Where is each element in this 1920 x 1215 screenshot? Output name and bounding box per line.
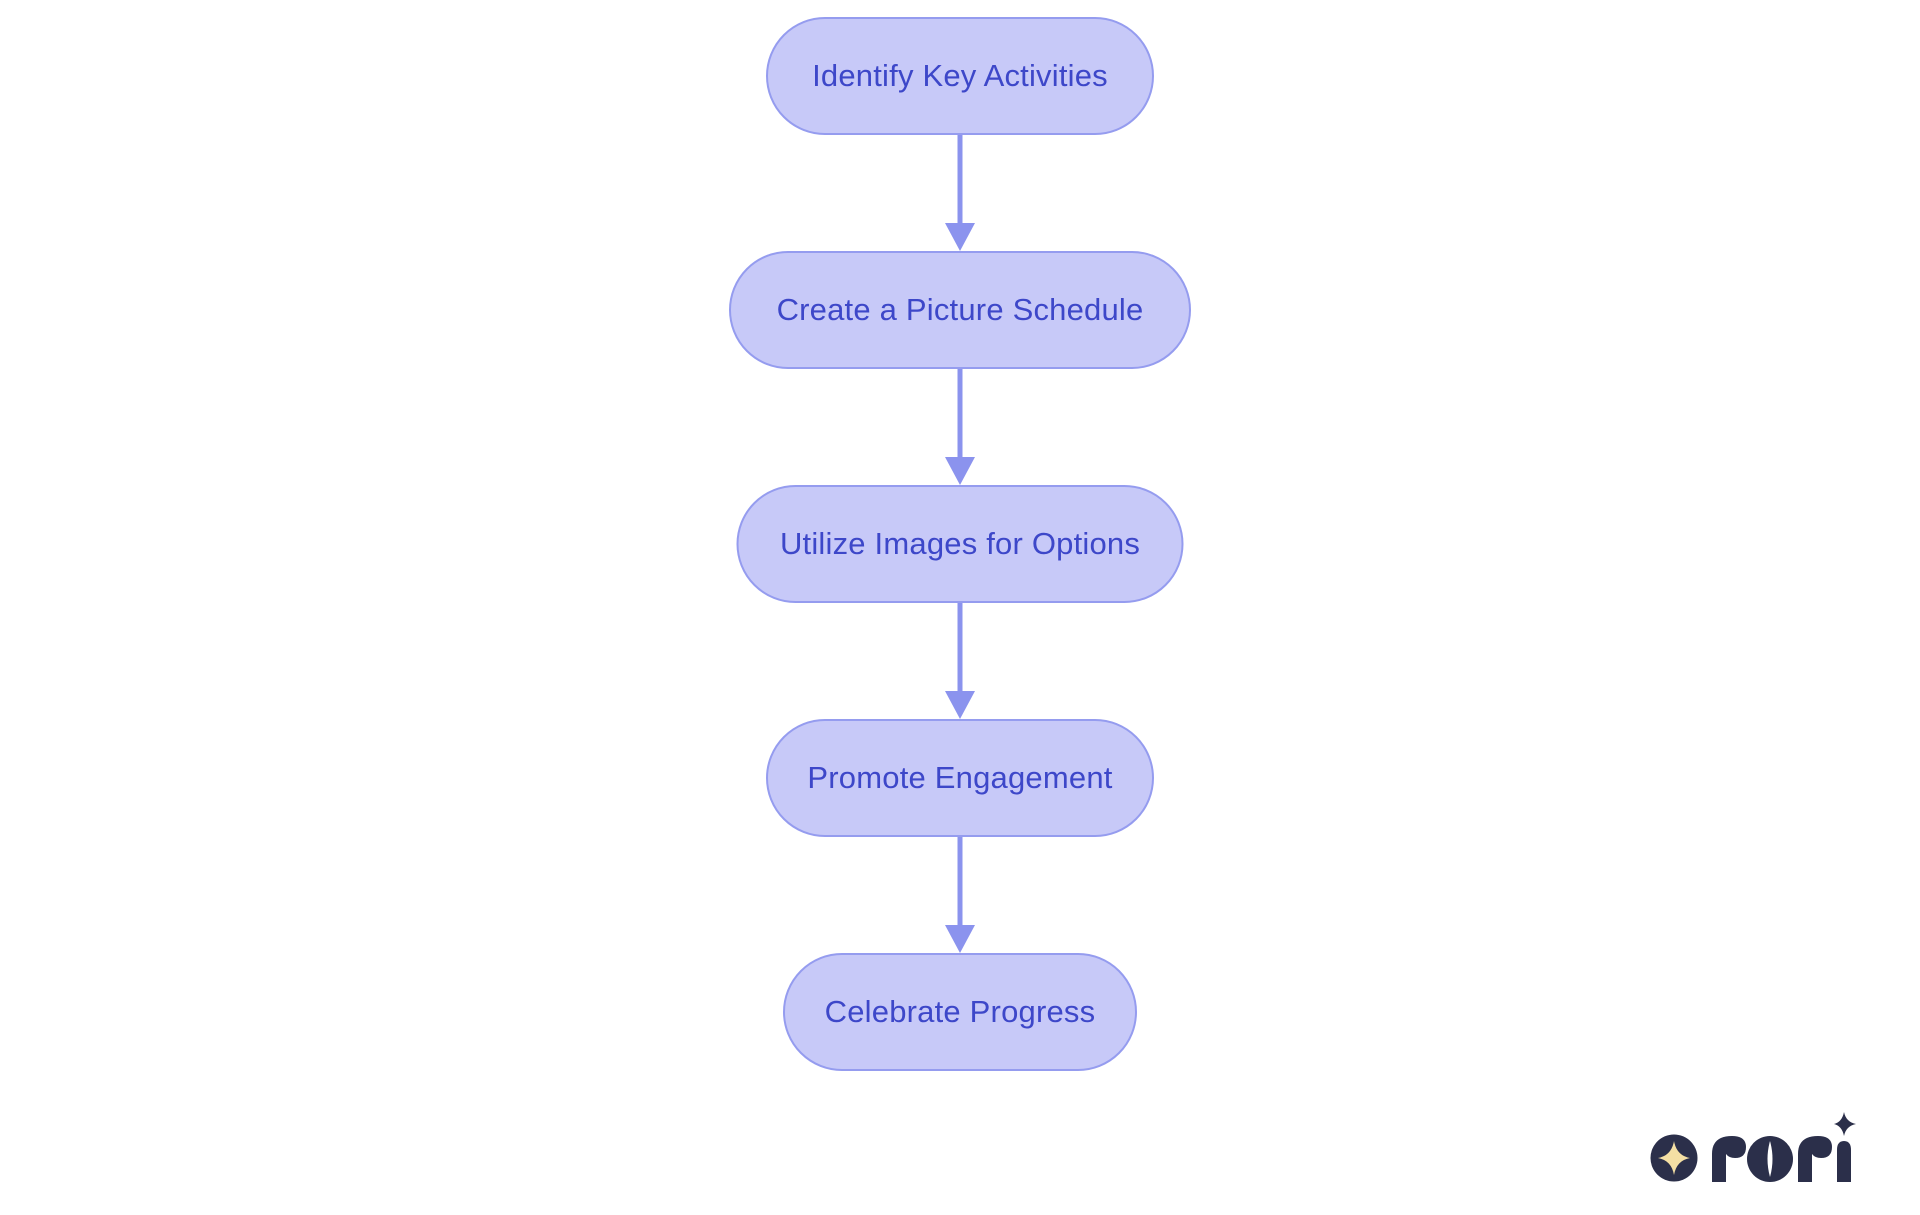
arrow-shaft [957,603,963,693]
arrow-down-icon [945,603,975,719]
flow-node-label: Celebrate Progress [824,994,1096,1029]
arrow-shaft [957,369,963,459]
arrow-down-icon [945,135,975,251]
rori-logo [1650,1110,1860,1190]
arrow-shaft [957,135,963,225]
flow-node-identify-key-activities: Identify Key Activities [766,17,1154,135]
flow-node-utilize-images: Utilize Images for Options [736,485,1184,603]
flow-node-promote-engagement: Promote Engagement [766,719,1154,837]
arrow-head [945,691,975,719]
arrow-head [945,223,975,251]
rori-wordmark [1712,1112,1856,1182]
flow-node-create-picture-schedule: Create a Picture Schedule [729,251,1191,369]
flow-node-celebrate-progress: Celebrate Progress [783,953,1137,1071]
arrow-down-icon [945,837,975,953]
arrow-head [945,925,975,953]
sparkle-icon [1834,1112,1856,1136]
arrow-head [945,457,975,485]
arrow-down-icon [945,369,975,485]
flow-node-label: Identify Key Activities [812,58,1108,93]
flow-node-label: Promote Engagement [807,760,1113,795]
sparkle-badge-icon [1650,1134,1698,1182]
flow-node-label: Create a Picture Schedule [776,292,1144,327]
arrow-shaft [957,837,963,927]
flow-node-label: Utilize Images for Options [779,526,1141,561]
